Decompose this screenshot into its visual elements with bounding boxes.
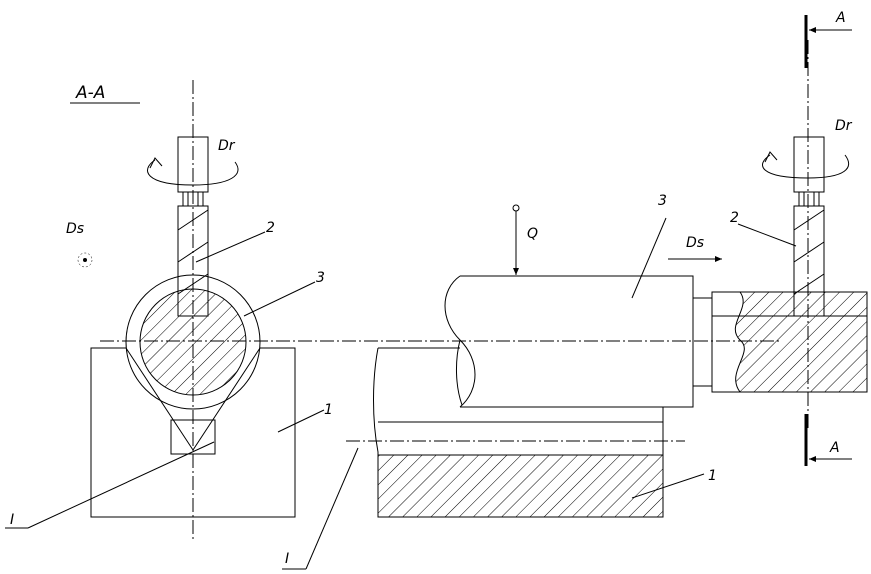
section-mark-top: A	[835, 10, 846, 26]
base-label-right: I	[285, 551, 289, 567]
feed-label-right: Ds	[686, 235, 704, 251]
rotation-label-right: Dr	[835, 118, 853, 134]
leader-part1-right	[631, 473, 705, 499]
leader-base-right	[305, 447, 359, 570]
workpiece-section	[139, 288, 247, 396]
base-block-section	[378, 455, 663, 517]
section-title: A-A	[75, 83, 105, 103]
cutter-neck-right	[798, 191, 820, 207]
leader-part3-right	[631, 217, 667, 299]
part3-label-left: 3	[316, 270, 325, 286]
leader-base-left	[27, 441, 215, 529]
feed-label-left: Ds	[66, 221, 84, 237]
leader-part1-left	[277, 409, 325, 433]
v-block-slot	[170, 419, 216, 455]
fixture-section	[734, 291, 868, 393]
v-block	[90, 347, 296, 518]
part1-label-left: 1	[324, 402, 333, 418]
rotation-arrow-left	[147, 159, 239, 186]
base-label-left: I	[10, 512, 14, 528]
section-mark-bottom: A	[829, 440, 840, 456]
cutter-right	[793, 205, 825, 317]
leader-part3-left	[243, 281, 316, 317]
cutter-holder-right	[793, 136, 825, 193]
part2-label-left: 2	[266, 220, 275, 236]
force-origin	[512, 204, 520, 212]
leader-part2-right	[737, 223, 797, 247]
part2-label-right: 2	[730, 210, 739, 226]
leader-part2-left	[195, 231, 266, 263]
part3-label-right: 3	[658, 193, 667, 209]
force-label: Q	[527, 226, 538, 242]
rotation-label-left: Dr	[218, 138, 236, 154]
cutter-left	[177, 205, 209, 317]
feed-point-left	[77, 252, 93, 268]
section-view-left: A-A Dr Ds 2 3 1 I	[5, 80, 333, 540]
front-view-right: Dr Q Ds 3 2 1 I A A	[282, 10, 868, 570]
part1-label-right: 1	[708, 468, 717, 484]
rotation-arrow-right	[762, 154, 850, 179]
shaft-collar	[692, 297, 713, 387]
workpiece-ring	[125, 274, 261, 410]
